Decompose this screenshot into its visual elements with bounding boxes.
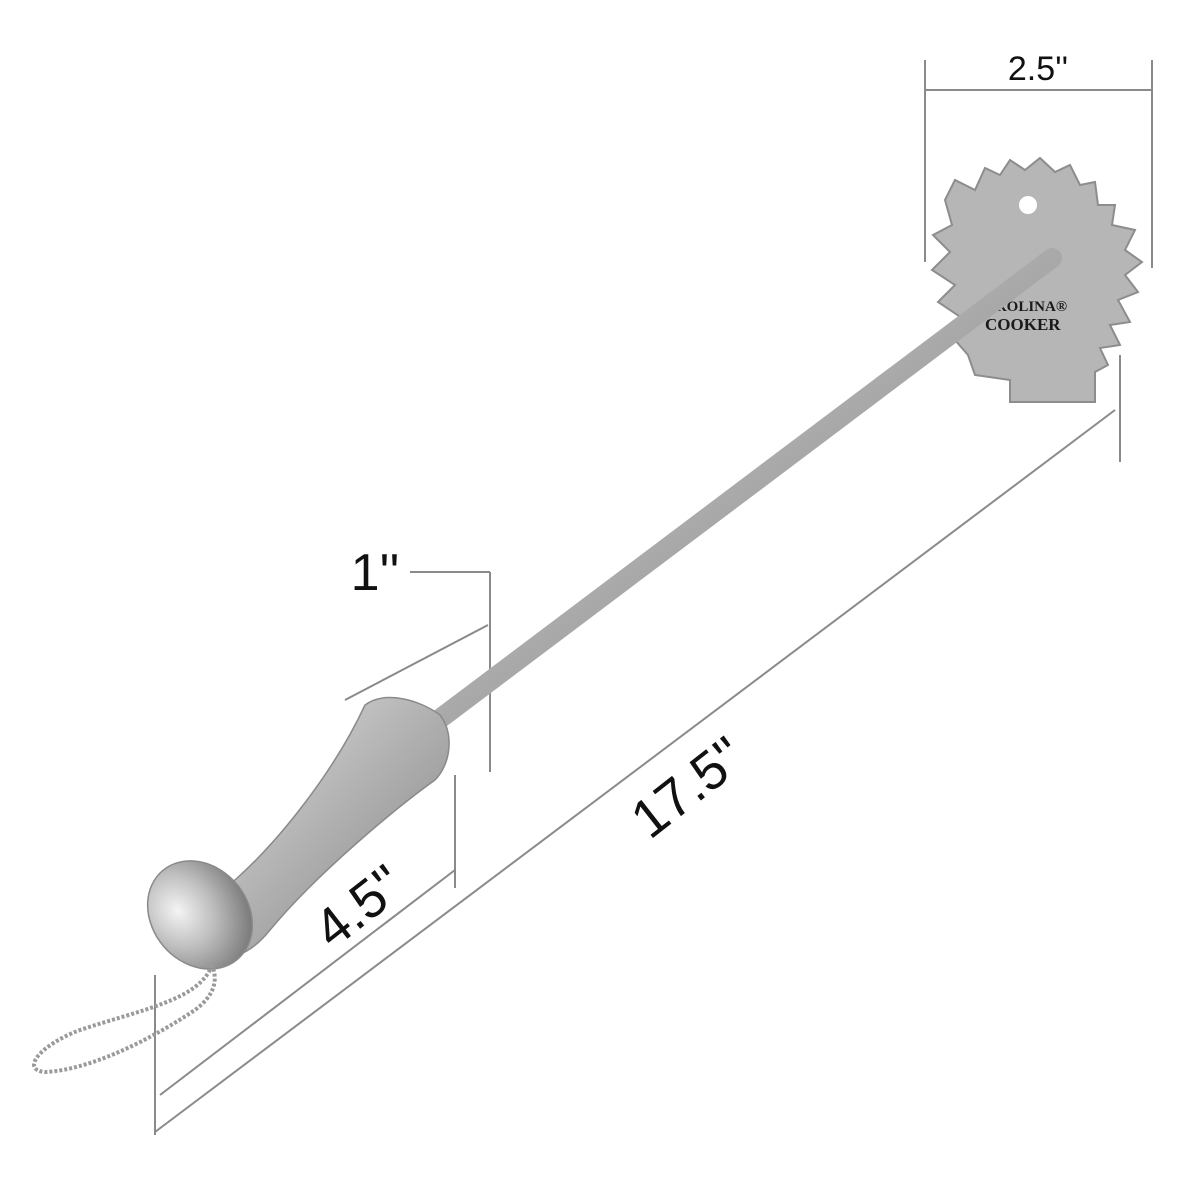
bead-chain xyxy=(32,964,217,1075)
rod xyxy=(415,248,1062,740)
handle xyxy=(203,696,450,958)
brand-logo-text: COOKER xyxy=(985,315,1061,334)
dimension-lines xyxy=(154,60,1153,1135)
head-width-label: 2.5'' xyxy=(1008,50,1068,88)
handle-diameter-label: 1'' xyxy=(351,544,400,602)
handle-knob xyxy=(146,860,254,970)
overall-length-label: 17.5'' xyxy=(620,725,756,850)
